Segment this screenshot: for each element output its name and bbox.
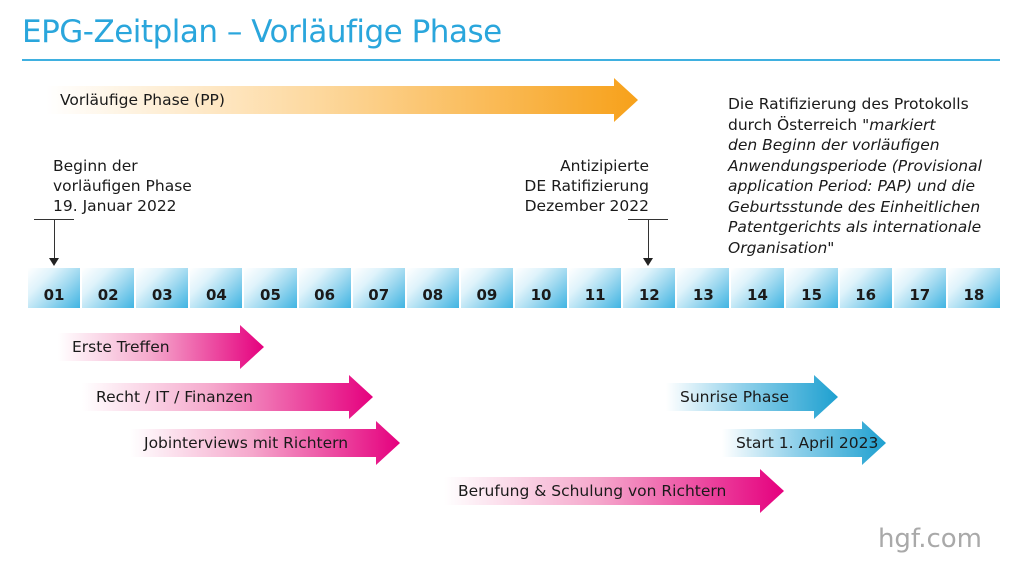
ratification-quote: Die Ratifizierung des Protokolls durch Ö… xyxy=(728,94,982,258)
month-label: 06 xyxy=(314,286,336,304)
month-cell: 16 xyxy=(839,268,892,308)
quote-line: Geburtsstunde des Einheitlichen xyxy=(728,197,981,216)
activity-label: Berufung & Schulung von Richtern xyxy=(458,482,727,500)
month-label: 18 xyxy=(963,286,985,304)
month-label: 13 xyxy=(692,286,714,304)
month-cell: 12 xyxy=(623,268,676,308)
month-cell: 11 xyxy=(569,268,622,308)
month-cell: 10 xyxy=(514,268,568,308)
provisional-phase-label: Vorläufige Phase (PP) xyxy=(60,91,225,109)
quote-line: Anwendungsperiode (Provisional xyxy=(728,156,982,175)
ratification-note-line: Dezember 2022 xyxy=(524,197,649,215)
quote-line: application Period: PAP) und die xyxy=(728,177,976,195)
start-marker-arrowhead xyxy=(49,258,59,266)
activity-label: Sunrise Phase xyxy=(680,388,789,406)
quote-line-plain: durch Österreich xyxy=(728,115,863,134)
quote-line: Organisation" xyxy=(728,238,835,257)
month-label: 11 xyxy=(584,286,606,304)
quote-line: den Beginn der vorläufigen xyxy=(728,136,940,154)
month-cell: 17 xyxy=(893,268,946,308)
month-cell: 06 xyxy=(298,268,351,308)
ratification-note: Antizipierte DE Ratifizierung Dezember 2… xyxy=(504,156,649,216)
month-label: 09 xyxy=(476,286,498,304)
month-timeline: 01 02 03 04 05 06 07 08 09 10 11 12 13 1… xyxy=(28,268,1000,308)
month-cell: 05 xyxy=(244,268,297,308)
month-label: 14 xyxy=(747,286,768,304)
start-note-line: 19. Januar 2022 xyxy=(53,197,177,215)
activity-label: Jobinterviews mit Richtern xyxy=(144,434,349,452)
month-label: 04 xyxy=(205,286,227,304)
start-marker-line xyxy=(54,219,55,259)
ratification-note-line: Antizipierte xyxy=(560,157,649,175)
activity-label: Recht / IT / Finanzen xyxy=(96,388,253,406)
start-note-line: vorläufigen Phase xyxy=(53,177,192,195)
month-cell: 14 xyxy=(731,268,784,308)
month-cell: 01 xyxy=(28,268,81,308)
month-label: 03 xyxy=(151,286,173,304)
month-cell: 07 xyxy=(352,268,405,308)
month-cell: 13 xyxy=(677,268,730,308)
activity-label: Erste Treffen xyxy=(72,338,170,356)
month-label: 01 xyxy=(43,286,65,304)
ratification-marker-arrowhead xyxy=(643,258,653,266)
activity-arrow-recht-it-finanzen: Recht / IT / Finanzen xyxy=(82,375,373,419)
month-cell: 18 xyxy=(947,268,1000,308)
month-cell: 02 xyxy=(82,268,135,308)
month-label: 15 xyxy=(801,286,823,304)
quote-line-italic: "markiert xyxy=(862,115,936,134)
provisional-phase-arrow: Vorläufige Phase (PP) xyxy=(46,78,638,122)
ratification-note-line: DE Ratifizierung xyxy=(524,177,649,195)
month-label: 07 xyxy=(368,286,390,304)
ratification-marker-line xyxy=(648,219,649,259)
start-note-line: Beginn der xyxy=(53,157,138,175)
activity-arrow-start-april-2023: Start 1. April 2023 xyxy=(722,421,886,465)
month-cell: 09 xyxy=(460,268,513,308)
activity-arrow-sunrise-phase: Sunrise Phase xyxy=(666,375,838,419)
brand-logo-text: hgf.com xyxy=(877,524,982,554)
month-label: 17 xyxy=(909,286,931,304)
month-label: 02 xyxy=(97,286,119,304)
month-cell: 08 xyxy=(406,268,459,308)
month-label: 16 xyxy=(855,286,877,304)
page-title: EPG-Zeitplan – Vorläufige Phase xyxy=(22,14,502,50)
activity-arrow-jobinterviews: Jobinterviews mit Richtern xyxy=(130,421,400,465)
month-label: 08 xyxy=(422,286,444,304)
activity-arrow-berufung-schulung: Berufung & Schulung von Richtern xyxy=(444,469,784,513)
quote-line: Die Ratifizierung des Protokolls xyxy=(728,95,969,113)
start-note: Beginn der vorläufigen Phase 19. Januar … xyxy=(53,156,192,216)
activity-label: Start 1. April 2023 xyxy=(736,434,879,452)
month-label: 10 xyxy=(530,286,552,304)
quote-line: Patentgerichts als internationale xyxy=(728,218,982,236)
month-label: 12 xyxy=(638,286,660,304)
activity-arrow-erste-treffen: Erste Treffen xyxy=(58,325,264,369)
month-cell: 15 xyxy=(785,268,838,308)
month-label: 05 xyxy=(260,286,281,304)
month-cell: 03 xyxy=(136,268,189,308)
quote-line: durch Österreich "markiert xyxy=(728,115,982,136)
title-divider xyxy=(22,59,1000,61)
month-cell: 04 xyxy=(190,268,243,308)
